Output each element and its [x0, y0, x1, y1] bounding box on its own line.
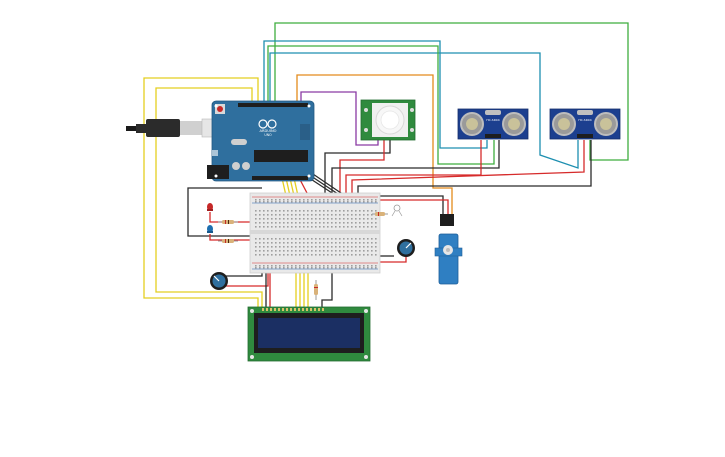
- resistor-4[interactable]: [314, 280, 318, 300]
- wire-red-sensor1: [345, 140, 482, 196]
- power-jack[interactable]: [207, 165, 229, 179]
- led-blue[interactable]: [207, 225, 213, 233]
- wire-servo-red: [372, 199, 449, 214]
- wire-purple: [300, 91, 379, 146]
- wire-yellow-inner: [155, 87, 263, 310]
- ultrasonic-left-label: HC-SR04: [486, 118, 499, 122]
- wire-green-inner: [267, 45, 495, 165]
- capacitor-1: [232, 162, 240, 170]
- breadboard[interactable]: [249, 192, 381, 274]
- pir-motion-sensor[interactable]: [360, 99, 416, 141]
- arduino-brand-label: ARDUINO: [260, 129, 277, 133]
- digital-header: [238, 103, 308, 107]
- wire-servo-black: [378, 195, 444, 214]
- arduino-uno-board[interactable]: ARDUINO UNO: [207, 100, 315, 182]
- breadboard-center-channel: [250, 230, 380, 234]
- wire-teal-1: [263, 40, 488, 149]
- wire-green-outer: [274, 22, 629, 161]
- breadboard-holes: [255, 199, 377, 269]
- lcd-display[interactable]: [247, 306, 371, 362]
- wire-black-sensor2: [357, 140, 592, 196]
- wire-red-sensor2: [351, 140, 585, 196]
- wire-teal-2: [269, 52, 579, 169]
- led-red[interactable]: [207, 203, 213, 211]
- ultrasonic-sensor-right[interactable]: HC-SR04: [549, 108, 621, 140]
- resistor-3[interactable]: [372, 212, 388, 216]
- photoresistor[interactable]: [391, 204, 403, 217]
- crystal: [231, 139, 247, 145]
- lcd-screen: [258, 318, 360, 348]
- analog-header: [252, 176, 308, 180]
- ultrasonic-sensor-left[interactable]: HC-SR04: [457, 108, 529, 140]
- wire-lcd-black-2: [321, 268, 333, 310]
- wire-black-sensor1: [331, 140, 500, 196]
- servo-motor[interactable]: [434, 214, 463, 285]
- resistor-2[interactable]: [218, 239, 238, 243]
- wire-led-loop: [187, 187, 262, 237]
- wire-red-pir: [339, 140, 385, 196]
- potentiometer-left[interactable]: [210, 272, 228, 290]
- wire-black-pir: [324, 140, 391, 196]
- arduino-model-label: UNO: [264, 133, 272, 137]
- arduino-logo-icon: [258, 119, 277, 129]
- wire-yellow-outer: [143, 77, 259, 310]
- usb-cable[interactable]: [126, 118, 225, 138]
- ultrasonic-right-label: HC-SR04: [578, 118, 591, 122]
- capacitor-2: [242, 162, 250, 170]
- resistor-1[interactable]: [218, 220, 238, 224]
- lcd-pin-header: [262, 308, 324, 311]
- atmega-chip: [254, 150, 308, 162]
- wire-orange: [296, 74, 453, 214]
- reset-button-cap[interactable]: [217, 106, 223, 112]
- potentiometer-right[interactable]: [397, 239, 415, 257]
- wire-pot-left-red: [219, 268, 269, 287]
